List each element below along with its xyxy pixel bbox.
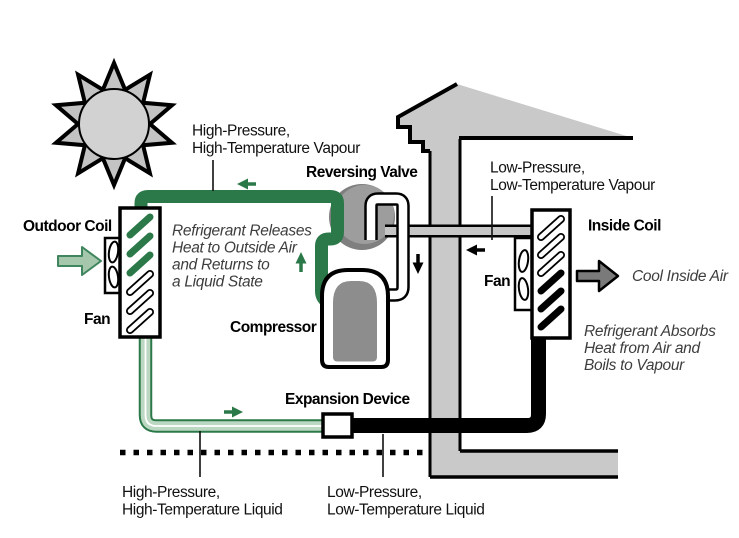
compressor-body [320,268,390,369]
compressor-discharge-pipe [364,192,410,302]
outdoor-coil-stripes [126,213,154,334]
flow-arrow-left-green-icon [237,178,256,190]
inside-fan-icon [513,236,534,312]
label-lp-liquid-1: Low-Pressure, [327,484,422,501]
label-hp-vapour-1: High-Pressure, [192,123,290,140]
sun-icon [51,57,177,191]
label-inside-fan: Fan [484,273,510,290]
note-inside-2: Heat from Air and [584,340,701,357]
sun-disc [78,88,150,160]
compressor-core [333,281,377,362]
label-outdoor-coil: Outdoor Coil [23,218,112,235]
label-expansion-device: Expansion Device [285,391,411,408]
label-lp-vapour-2: Low-Temperature Vapour [490,177,655,194]
outdoor-air-arrow-icon [57,246,102,276]
label-hp-liquid-1: High-Pressure, [122,484,220,501]
cool-air-arrow-icon [575,259,620,293]
label-lp-liquid-2: Low-Temperature Liquid [327,502,485,519]
label-inside-coil: Inside Coil [588,218,661,235]
label-outdoor-fan: Fan [84,311,110,328]
inside-coil-stripes [537,215,565,331]
note-outdoor-4: a Liquid State [172,274,263,291]
house-fill [398,84,633,477]
label-compressor: Compressor [230,319,317,336]
label-hp-vapour-2: High-Temperature Vapour [192,140,360,157]
label-reversing-valve: Reversing Valve [306,164,418,181]
note-outdoor-2: Heat to Outside Air [172,240,298,257]
flow-arrow-right-green-icon [224,406,243,418]
flow-arrow-down-black-icon [412,254,424,274]
note-inside-1: Refrigerant Absorbs [584,323,716,340]
note-outdoor-3: and Returns to [172,257,270,274]
note-outdoor-1: Refrigerant Releases [172,223,312,240]
inside-coil-box [530,208,572,340]
outdoor-coil-box [118,206,162,339]
expansion-device-box [321,412,354,439]
outdoor-fan-icon [103,236,124,295]
hp-liquid-pipe [138,337,323,433]
note-inside-3: Boils to Vapour [584,357,685,374]
flow-arrow-left-black-icon [466,244,485,256]
label-lp-vapour-1: Low-Pressure, [490,160,585,177]
label-cool-inside-air: Cool Inside Air [632,268,729,285]
lp-liquid-pipe [352,338,546,433]
flow-arrow-up-green-icon [295,252,307,272]
roof-left-edge [396,82,458,153]
label-hp-liquid-2: High-Temperature Liquid [122,502,283,519]
